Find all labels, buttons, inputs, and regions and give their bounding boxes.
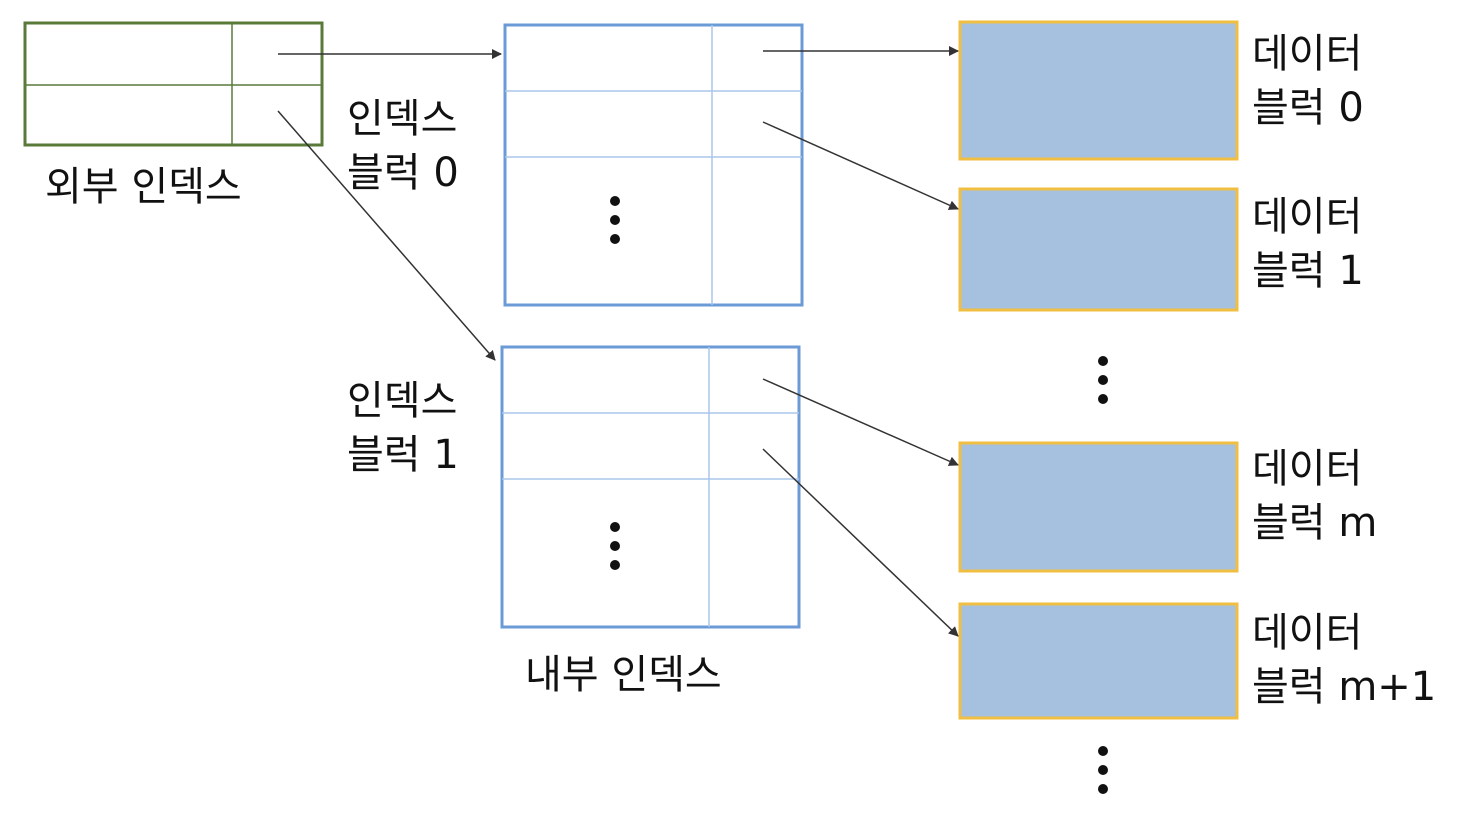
data-block-m-label-line1: 데이터: [1252, 446, 1363, 492]
arrow-index-0-to-data-1: [762, 121, 959, 210]
data-block-1: [958, 187, 1239, 312]
index-block-0-label-line1: 인덱스: [347, 96, 458, 142]
data-block-m-plus-1-label-line1: 데이터: [1252, 610, 1363, 656]
ellipsis-index-block-0: [610, 196, 620, 253]
data-block-0-label-line1: 데이터: [1252, 31, 1363, 77]
data-block-m-label: 데이터 블럭 m: [1252, 442, 1377, 550]
data-block-0-label: 데이터 블럭 0: [1252, 27, 1364, 135]
data-block-0: [958, 20, 1239, 161]
index-block-0: [503, 23, 804, 307]
index-block-1-label-line2: 블럭 1: [347, 432, 459, 478]
index-block-0-label-line2: 블럭 0: [347, 150, 459, 196]
arrow-outer-to-index-1: [277, 110, 496, 361]
data-block-m: [958, 441, 1239, 573]
data-block-0-label-line2: 블럭 0: [1252, 85, 1364, 131]
index-block-0-label: 인덱스 블럭 0: [347, 92, 459, 200]
inner-index-label-text: 내부 인덱스: [525, 652, 722, 698]
ellipsis-index-block-1: [610, 522, 620, 579]
outer-index-label: 외부 인덱스: [45, 160, 242, 214]
ellipsis-data-blocks-middle: [1098, 356, 1108, 413]
index-block-1-label: 인덱스 블럭 1: [347, 374, 459, 482]
index-block-1: [500, 345, 801, 629]
data-block-m-label-line2: 블럭 m: [1252, 500, 1378, 546]
data-block-1-label-line2: 블럭 1: [1252, 248, 1364, 294]
index-block-1-label-line1: 인덱스: [347, 378, 458, 424]
inner-index-label: 내부 인덱스: [525, 648, 722, 702]
arrow-index-1-to-data-m: [762, 378, 959, 466]
data-block-1-label: 데이터 블럭 1: [1252, 190, 1364, 298]
outer-index-block: [23, 21, 324, 147]
ellipsis-data-blocks-bottom: [1098, 746, 1108, 803]
data-block-1-label-line1: 데이터: [1252, 194, 1363, 240]
data-block-m-plus-1-label-line2: 블럭 m+1: [1252, 664, 1437, 710]
outer-index-label-text: 외부 인덱스: [45, 164, 242, 210]
data-block-m-plus-1: [958, 602, 1239, 720]
arrow-index-1-to-data-m-plus-1: [762, 448, 959, 637]
data-block-m-plus-1-label: 데이터 블럭 m+1: [1252, 606, 1436, 714]
